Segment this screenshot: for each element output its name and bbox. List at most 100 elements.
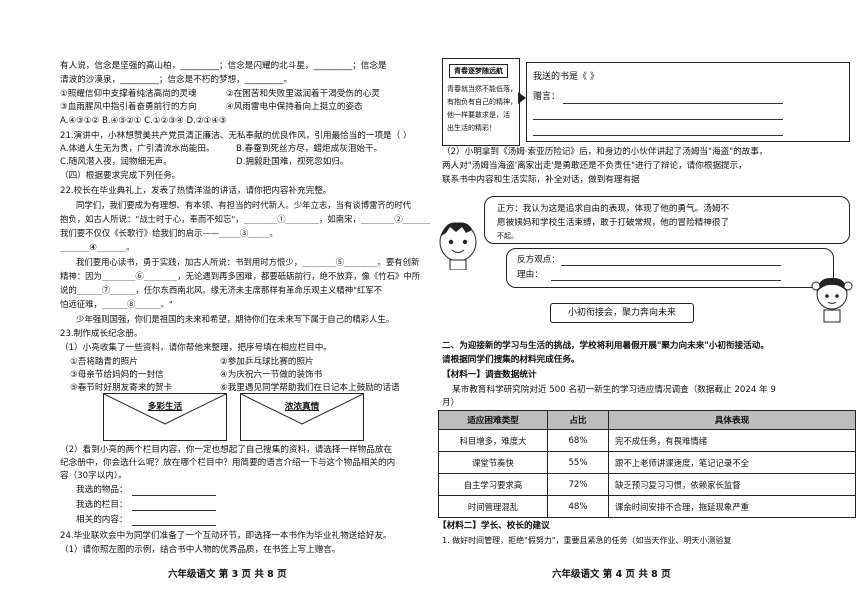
gift-line-3[interactable] — [533, 135, 783, 136]
gift-words-label: 赠言： — [533, 92, 561, 102]
q24-2-line-1: （2）小明拿到《汤姆·索亚历险记》后，和身边的小伙伴讲起了汤姆当"海盗"的故事， — [442, 147, 768, 157]
material-1: ①吾将踏青的照片 — [70, 357, 138, 367]
page-footer-4: 六年级语文 第 4 页 共 8 页 — [552, 569, 671, 580]
material-2: ②参加乒乓球比赛的照片 — [220, 357, 314, 367]
option-1: ①照耀信仰中支撑着纯洁高尚的灵魂 — [60, 89, 197, 99]
speech-line-6: 精神：因为________⑥________，无论遇到再多困难，都要砥砺前行，绝… — [60, 271, 421, 281]
gift-bookmark-box: 我送的书是《 》 赠言： — [526, 62, 850, 142]
question-23-2-line-3: 容（30字以内）。 — [60, 471, 127, 481]
speech-line-2: 抱负，如古人所说："战士时于心，奉而不知忘"，________①________… — [60, 214, 430, 224]
activity-banner: 小初衔接会，聚力奔向未来 — [550, 303, 694, 323]
speech-line-5: 我们要用心读书，勇于实践，加古人所说：书到用时方恨少，________⑤____… — [76, 257, 420, 267]
table-header: 适应困难类型 — [438, 410, 548, 430]
bookmark-sample: 青春逐梦随远航 青春就当然不能低落， 有抱负有自己的精神， 他一样要敢求是，活 … — [442, 58, 520, 146]
table-cell: 55% — [547, 451, 609, 474]
speech-line-7: 说的______⑦______，任尔东西南北风。缘无济未主席那样有革命乐观主义精… — [60, 285, 383, 295]
field-item-line[interactable] — [132, 495, 216, 496]
table-cell: 课堂节奏快 — [438, 451, 548, 474]
bookmark-line-1: 青春就当然不能低落， — [447, 85, 517, 93]
envelope-flap-icon — [104, 394, 226, 425]
section-2-subheading: 请根据同学们搜集的材料完成任务。 — [442, 355, 580, 365]
speech-bubble-pro: 正方：我认为这是追求自由的表现，体现了他的勇气。汤姆不 愿被姨妈和学校生活束缚，… — [484, 196, 850, 244]
survey-desc-line-1: 某市教育科学研究院对近 500 名初一新生的学习适应情况调查（数据截止 2024… — [452, 385, 776, 395]
fill-line-1: 有人说，信念是坚强的高山柏，_________；信念是闪耀的北斗星，______… — [60, 61, 387, 71]
speech-line-3: 我们要不仅仅《长歌行》给我们的启示——_____③_____。 — [60, 228, 278, 238]
field-content-line[interactable] — [132, 525, 216, 526]
table-cell: 72% — [547, 473, 609, 496]
gift-book-title: 我送的书是《 》 — [533, 72, 599, 82]
speech-line-9: 少年强则国强，你们是祖国的未来和希望，期待你们在未来写下属于自己的精彩人生。 — [76, 314, 395, 324]
q21-option-a: A.体道人生无为贵，广引清流水尚能田。 — [60, 144, 215, 154]
envelope-flap-icon — [241, 394, 363, 425]
fill-line-2: 清波的沙漠泉，_________；信念是不朽的梦想，_________。 — [60, 75, 293, 85]
q21-option-d: D.拥毅赴国难，视死忽如归。 — [236, 157, 349, 167]
envelope-deep-affection: 浓浓真情 — [240, 393, 364, 441]
table-cell: 完不成任务，有畏难情绪 — [608, 429, 856, 452]
material-6: ⑥我里遇见同学帮助我们在日记本上鼓励的话语 — [220, 383, 400, 393]
question-21: 21.演讲中，小林想赞美共产党员清正廉洁、无私奉献的优良作风，引用最恰当的一项是… — [60, 131, 412, 141]
girl-avatar-icon — [811, 277, 853, 323]
con-view-line[interactable] — [561, 265, 781, 266]
advice-line-1: 1. 做好时间管理，拒绝"假努力"，重要且紧急的任务（如当天作业、明天小测验复 — [442, 536, 732, 545]
envelope-label-1: 多彩生活 — [147, 402, 183, 412]
field-column-label: 我选的栏目： — [76, 500, 128, 510]
banner-text: 小初衔接会，聚力奔向未来 — [567, 308, 676, 318]
gift-line-2[interactable] — [533, 119, 783, 120]
con-reason-line[interactable] — [551, 280, 781, 281]
con-view-label: 反方观点： — [517, 255, 560, 265]
arrow-right-icon — [518, 92, 526, 104]
table-row: 自主学习要求高 72% 缺乏预习复习习惯，依赖家长监督 — [438, 473, 856, 496]
question-23-2-line-2: 纪念册中，你会选什么呢？放在哪个栏目中？用简要的语言介绍一下与这个物品相关的内 — [60, 458, 396, 468]
option-3: ③血雨腥风中指引着奋勇前行的方向 — [60, 102, 197, 112]
question-23-1: （1）小亮收集了一些资料，请你帮他来整理，把序号填在相应栏目中。 — [60, 343, 332, 353]
table-cell: 自主学习要求高 — [438, 473, 548, 496]
table-cell: 课余时间安排不合理，拖延现象严重 — [608, 495, 856, 518]
bookmark-line-4: 出生活的精彩！ — [447, 124, 496, 132]
table-row: 课堂节奏快 55% 跟不上老师讲课速度，笔记记录不全 — [438, 451, 856, 474]
pro-line-2: 愿被姨妈和学校生活束缚，敢于打破常规，他的冒险精神很了 — [497, 218, 730, 228]
page-footer-3: 六年级语文 第 3 页 共 8 页 — [168, 569, 287, 580]
table-cell: 科目增多，难度大 — [438, 429, 548, 452]
q21-option-b: B.春蚕到死丝方尽，蜡炬成灰泪始干。 — [236, 144, 383, 154]
question-23: 23.制作成长纪念册。 — [60, 329, 143, 339]
survey-table: 适应困难类型 占比 具体表现 科目增多，难度大 68% 完不成任务，有畏难情绪 … — [438, 410, 856, 518]
table-row: 时间管理混乱 48% 课余时间安排不合理，拖延现象严重 — [438, 495, 856, 518]
speech-line-4: _______④_______。 — [60, 242, 135, 252]
table-cell: 跟不上老师讲课速度，笔记记录不全 — [608, 451, 856, 474]
table-header: 占比 — [547, 410, 609, 430]
boy-avatar-icon — [439, 222, 477, 270]
table-cell: 时间管理混乱 — [438, 495, 548, 518]
bookmark-line-3: 他一样要敢求是，活 — [447, 111, 510, 119]
speech-line-1: 同学们，我们要成为有理想、有本领、有担当的时代新人。少年立志，当有谈博雷齐的时代 — [76, 200, 411, 210]
page-3: 有人说，信念是坚强的高山柏，_________；信念是闪耀的北斗星，______… — [60, 61, 430, 580]
con-reason-label: 理由： — [517, 270, 543, 280]
table-row: 科目增多，难度大 68% 完不成任务，有畏难情绪 — [438, 429, 856, 452]
material-3: ③母亲节给妈妈的一封信 — [70, 370, 164, 380]
bookmark-line-2: 有抱负有自己的精神， — [447, 98, 517, 106]
field-item-label: 我选的物品： — [76, 485, 128, 495]
table-header: 具体表现 — [608, 410, 856, 430]
question-24: 24.毕业联欢会中为同学们准备了一个互动环节，即选择一本书作为毕业礼物送给好友。 — [60, 531, 392, 541]
gift-line-1[interactable] — [563, 103, 783, 104]
material-2-heading: 【材料二】学长、校长的建议 — [438, 521, 550, 531]
question-22: 22.校长在毕业典礼上，发表了热情洋溢的讲话，请你把内容补充完整。 — [60, 186, 332, 196]
speech-bubble-con: 反方观点： 理由： — [506, 248, 834, 288]
material-4: ④为庆祝六一节做的装饰书 — [220, 370, 323, 380]
speech-line-8: 怕远征难，______⑧______。" — [60, 299, 173, 309]
pro-line-1: 正方：我认为这是追求自由的表现，体现了他的勇气。汤姆不 — [497, 204, 730, 214]
table-cell: 68% — [547, 429, 609, 452]
section-2-heading: 二、为迎接新的学习与生活的挑战，学校将利用暑假开展"聚力向未来"小初衔接活动。 — [442, 341, 769, 351]
section-4-heading: （四）根据要求完成下列任务。 — [60, 171, 181, 181]
field-column-line[interactable] — [132, 510, 216, 511]
q24-2-line-3: 联系书中内容和生活实际，补全对话，做到有理有据 — [442, 175, 640, 185]
field-content-label: 相关的内容： — [76, 515, 128, 525]
envelope-label-2: 浓浓真情 — [284, 402, 320, 412]
material-1-heading: 【材料一】调查数据统计 — [442, 370, 537, 380]
answer-choices: A.④③①② B.④③②① C.①②③④ D.②①④③ — [60, 116, 227, 126]
envelope-colorful-life: 多彩生活 — [103, 393, 227, 441]
question-23-2-line-1: （2）看到小亮的两个栏目内容，你一定也想起了自己搜集的资料，请选择一样物品放在 — [60, 445, 393, 455]
table-cell: 缺乏预习复习习惯，依赖家长监督 — [608, 473, 856, 496]
q24-2-line-2: 两人对"汤姆当海盗'离家出走'是勇敢还是不负责任"进行了辩论，请你根据提示， — [442, 161, 747, 171]
q21-option-c: C.随风潜入夜，润物细无声。 — [60, 157, 172, 167]
option-2: ②在困苦和失败里滋润着干渴受伤的心灵 — [226, 89, 380, 99]
